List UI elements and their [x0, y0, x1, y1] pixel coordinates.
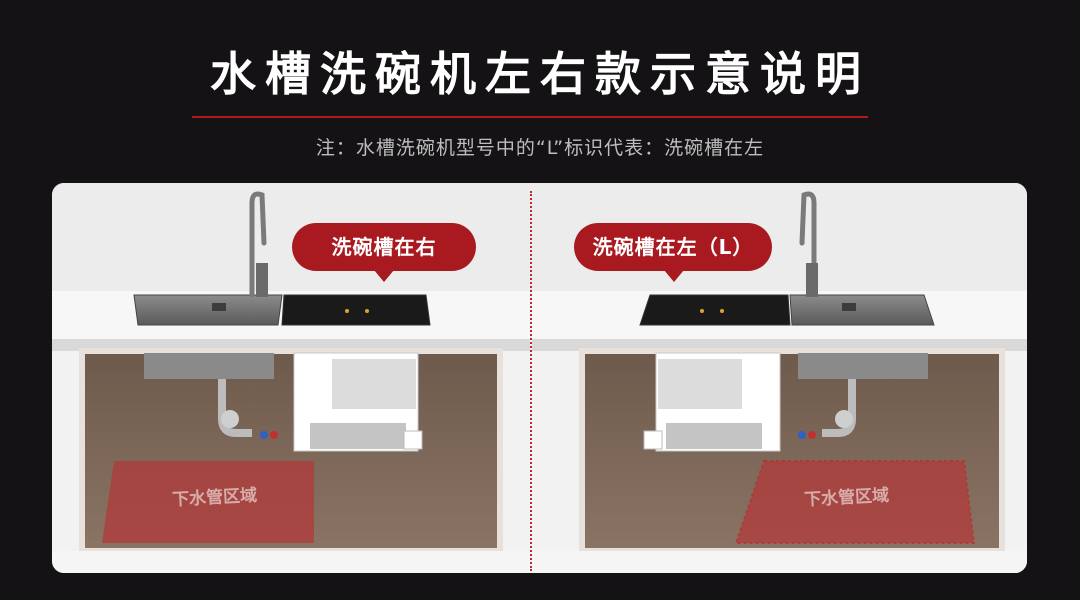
panel-divider [530, 191, 532, 571]
badge-sink-right: 洗碗槽在右 [292, 223, 476, 271]
badge-sink-left: 洗碗槽在左（L） [574, 223, 772, 271]
page-subtitle: 注：水槽洗碗机型号中的“L”标识代表：洗碗槽在左 [0, 133, 1080, 160]
drain-zone-label-left: 下水管区域 [171, 481, 257, 510]
badge-pointer [374, 270, 394, 282]
title-underline [192, 116, 868, 118]
illustration-panel: 洗碗槽在右 洗碗槽在左（L） 下水管区域 下水管区域 [52, 183, 1027, 573]
drain-zone-label-right: 下水管区域 [803, 481, 889, 510]
page-title: 水槽洗碗机左右款示意说明 [0, 38, 1080, 104]
badge-pointer [664, 270, 684, 282]
kitchen-illustration [52, 183, 1027, 573]
